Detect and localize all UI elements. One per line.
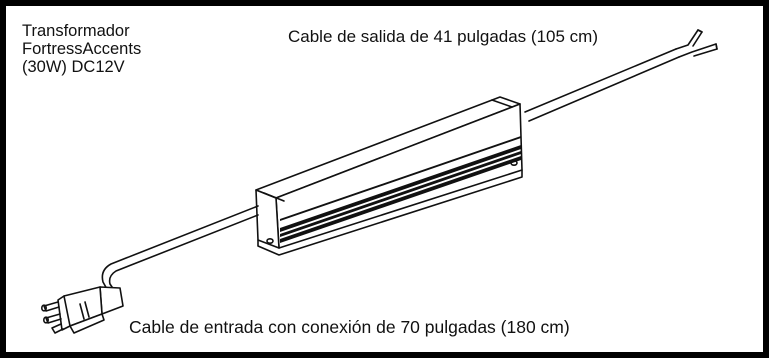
output-cable	[524, 48, 680, 122]
product-title: Transformador FortressAccents (30W) DC12…	[22, 22, 141, 76]
input-cable-label: Cable de entrada con conexión de 70 pulg…	[129, 317, 570, 337]
input-cable	[101, 205, 259, 299]
output-cable-label: Cable de salida de 41 pulgadas (105 cm)	[288, 27, 598, 46]
product-title-line-2: FortressAccents	[22, 40, 142, 58]
heat-sink-fins	[280, 136, 521, 243]
product-title-line-3: (30W) DC12V	[22, 58, 125, 76]
product-title-line-1: Transformador	[22, 22, 130, 40]
wire-leads-icon	[675, 29, 718, 58]
plug-icon	[40, 286, 124, 334]
